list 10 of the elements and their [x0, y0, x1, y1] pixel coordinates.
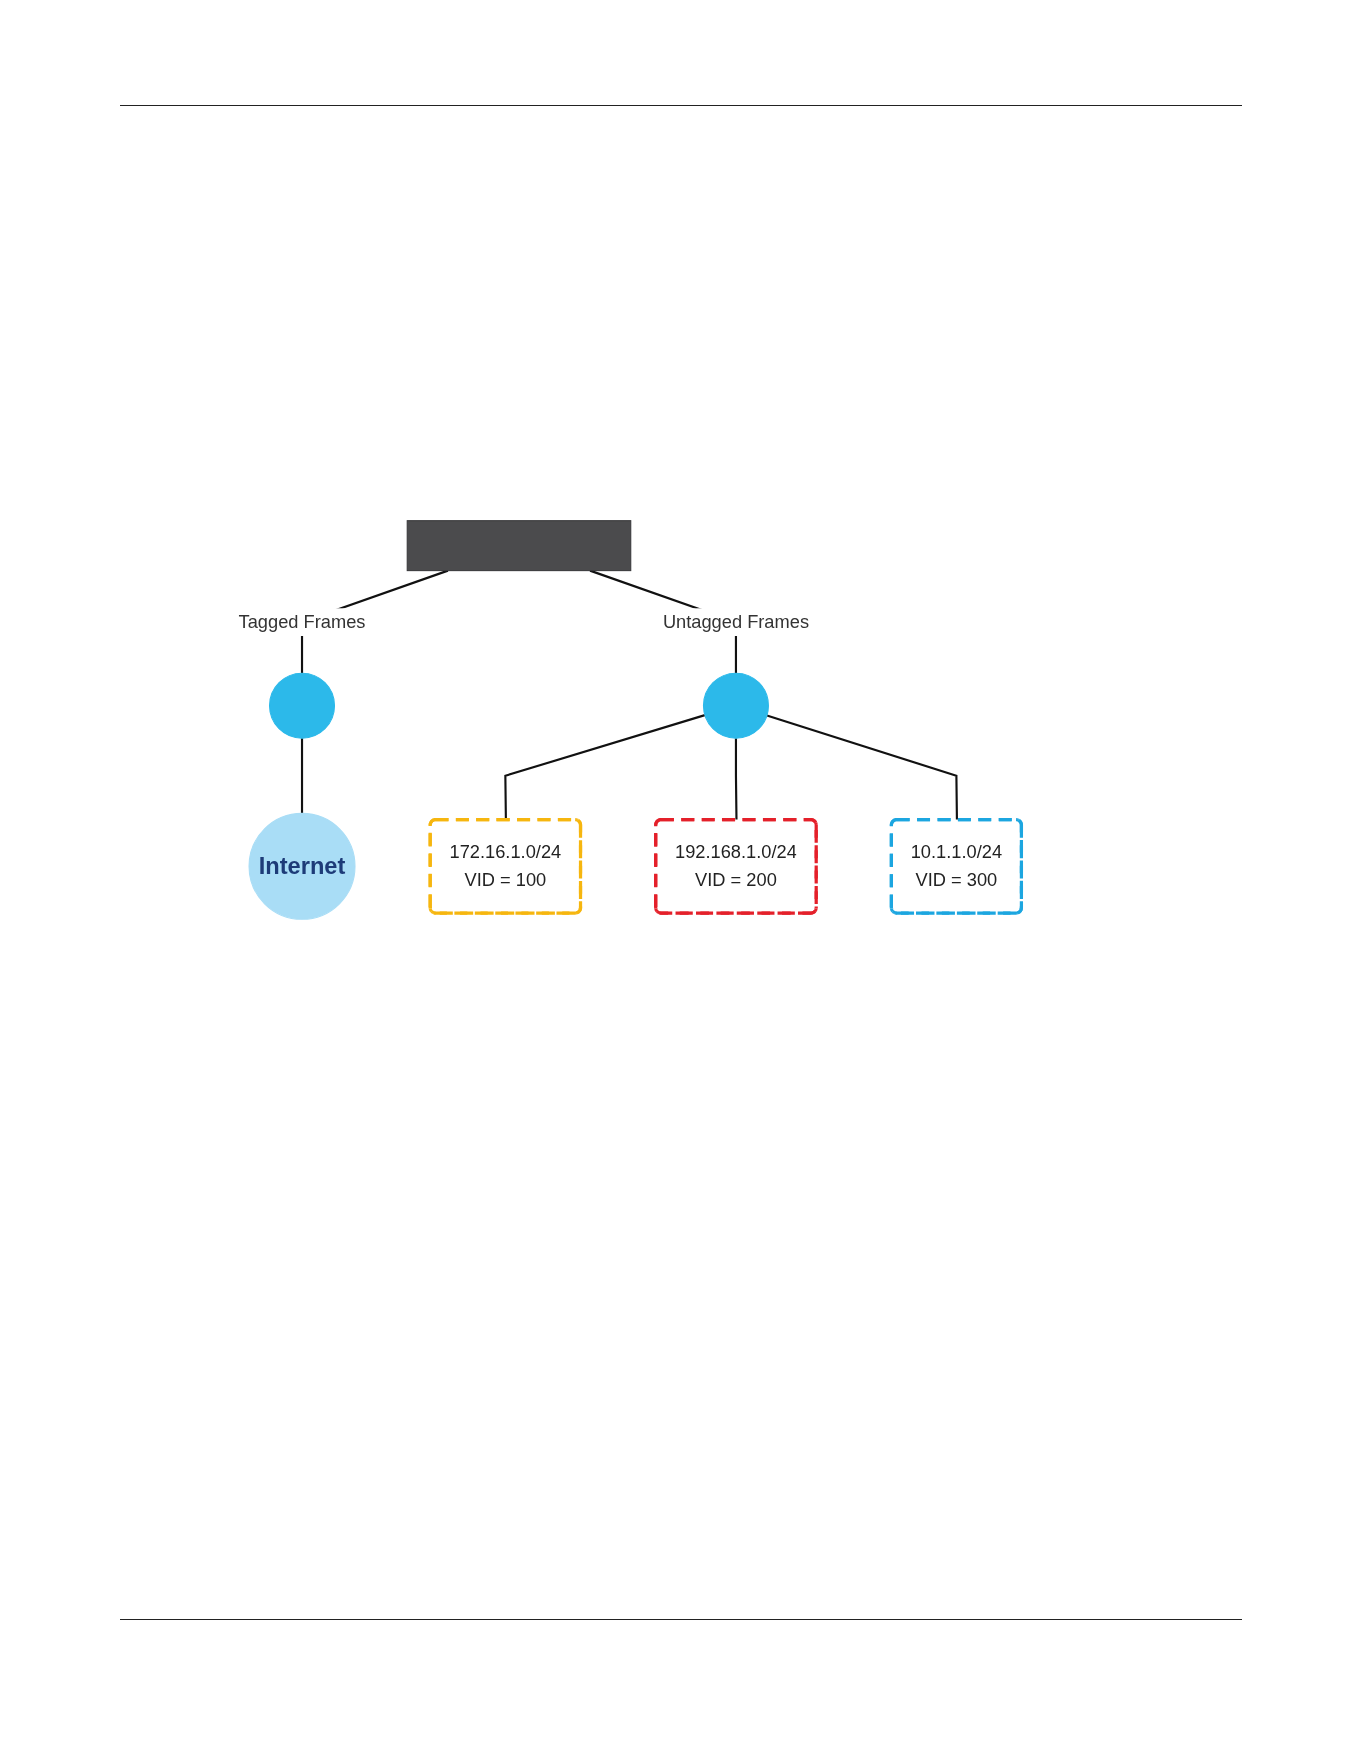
- connector-line: [300, 738, 304, 814]
- edge-label: Tagged Frames: [238, 608, 366, 636]
- vlan-group-box: 10.1.1.0/24 VID = 300: [889, 818, 1023, 915]
- router-circle: [269, 672, 336, 739]
- vlan-group-box: 192.168.1.0/24 VID = 200: [654, 818, 818, 915]
- router-circle: [702, 672, 769, 739]
- vlan-group-box: 172.16.1.0/24 VID = 100: [428, 818, 583, 915]
- internet-globe: Internet: [248, 812, 356, 920]
- edge-label: Untagged Frames: [662, 608, 809, 636]
- switch-bar: [406, 520, 632, 572]
